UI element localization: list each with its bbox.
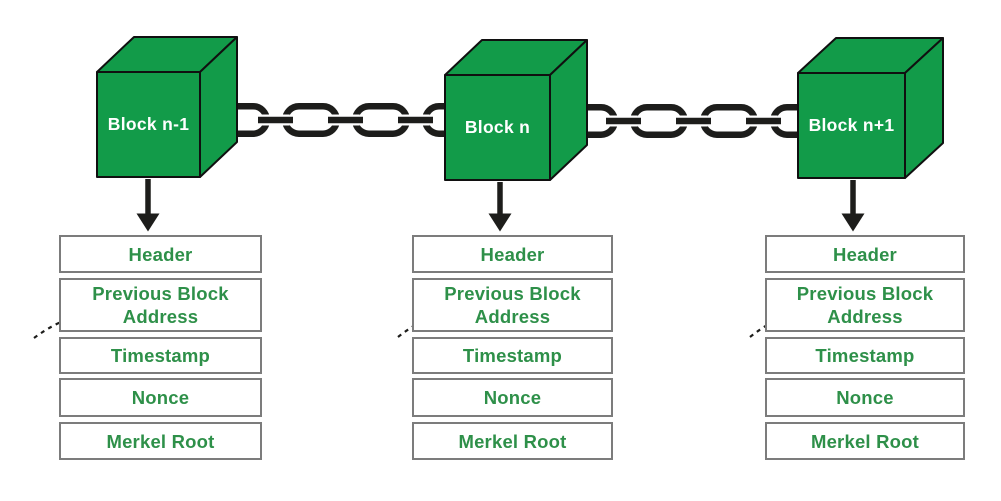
block-label: Block n — [464, 117, 531, 137]
field-label: Header — [128, 243, 193, 265]
field-box-header: Header — [765, 235, 965, 273]
field-label: Header — [833, 243, 897, 265]
field-box-timestamp: Timestamp — [765, 337, 965, 374]
field-box-nonce: Nonce — [59, 378, 262, 417]
field-box-merkel-root: Merkel Root — [765, 422, 965, 460]
down-arrow-icon — [841, 180, 865, 232]
block-label: Block n+1 — [808, 115, 895, 135]
down-arrow-icon — [488, 182, 512, 232]
field-box-timestamp: Timestamp — [412, 337, 613, 374]
field-label: Nonce — [483, 387, 542, 408]
field-box-merkel-root: Merkel Root — [412, 422, 613, 460]
field-label: Timestamp — [110, 345, 211, 366]
field-label: Nonce — [836, 387, 894, 408]
field-label: Timestamp — [815, 345, 915, 366]
field-label: Merkel Root — [810, 430, 920, 452]
field-label: Nonce — [131, 387, 190, 408]
field-box-previous-block-address: Previous Block Address — [59, 278, 262, 332]
down-arrow-icon — [136, 179, 160, 232]
field-label: Timestamp — [462, 345, 563, 366]
field-label: Merkel Root — [458, 430, 567, 452]
field-box-header: Header — [59, 235, 262, 273]
field-label: Previous Block Address — [92, 283, 229, 327]
field-box-previous-block-address: Previous Block Address — [412, 278, 613, 332]
field-box-timestamp: Timestamp — [59, 337, 262, 374]
block-cube — [96, 36, 238, 178]
field-label: Previous Block Address — [796, 283, 934, 327]
field-box-nonce: Nonce — [412, 378, 613, 417]
field-label: Previous Block Address — [444, 283, 581, 327]
field-box-header: Header — [412, 235, 613, 273]
chain-link-icon — [212, 103, 480, 137]
block-cube — [797, 37, 944, 179]
field-box-nonce: Nonce — [765, 378, 965, 417]
block-label: Block n-1 — [107, 114, 190, 134]
field-label: Merkel Root — [106, 430, 215, 452]
field-box-previous-block-address: Previous Block Address — [765, 278, 965, 332]
field-box-merkel-root: Merkel Root — [59, 422, 262, 460]
chain-link-icon — [560, 104, 828, 138]
block-cube — [444, 39, 588, 181]
field-label: Header — [480, 243, 545, 265]
